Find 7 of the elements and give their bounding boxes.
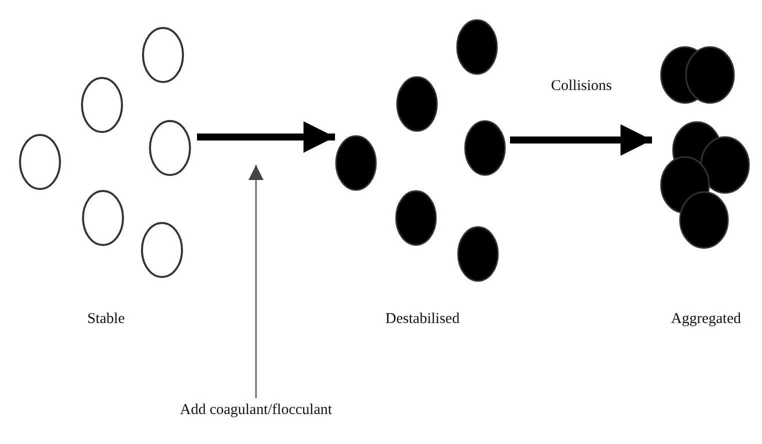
arrow: [510, 124, 652, 156]
arrow: [197, 121, 335, 153]
stage-label: Stable: [86, 311, 126, 328]
stage-label: Aggregated: [670, 311, 742, 328]
arrow: [248, 165, 264, 398]
stage-label: Destabilised: [384, 311, 461, 328]
annotation-text: Add coagulant/flocculant: [178, 402, 334, 419]
